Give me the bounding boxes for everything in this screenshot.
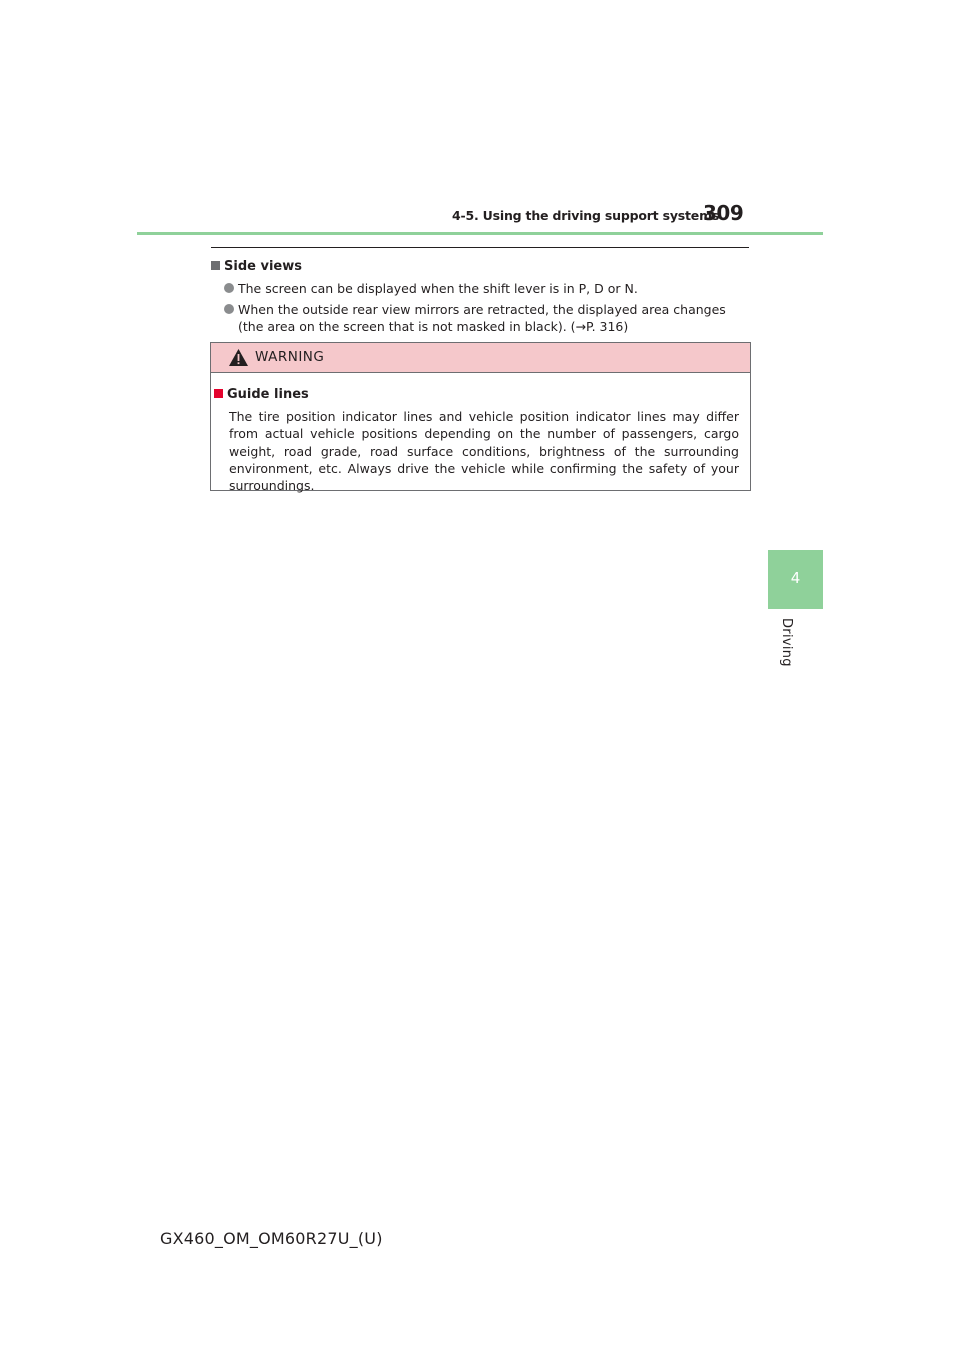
running-header-section: 4-5. Using the driving support systems [452, 208, 720, 223]
chapter-tab-label: Driving [779, 618, 794, 667]
warning-subheading-text: Guide lines [227, 387, 309, 402]
warning-subheading: Guide lines [214, 387, 309, 402]
list-item: The screen can be displayed when the shi… [224, 280, 752, 297]
content-divider [211, 247, 749, 248]
header-divider [137, 232, 823, 235]
warning-body: The tire position indicator lines and ve… [229, 409, 739, 494]
round-bullet-icon [224, 283, 234, 293]
list-item: When the outside rear view mirrors are r… [224, 301, 752, 335]
document-code: GX460_OM_OM60R27U_(U) [160, 1229, 383, 1248]
round-bullet-icon [224, 304, 234, 314]
warning-title: WARNING [255, 349, 325, 365]
list-item-text: The screen can be displayed when the shi… [238, 281, 638, 296]
warning-box: WARNING Guide lines The tire position in… [210, 342, 751, 494]
page-number: 309 [703, 201, 744, 225]
section-heading-text: Side views [224, 259, 302, 274]
chapter-tab[interactable]: 4 [768, 550, 823, 609]
square-bullet-icon [211, 261, 220, 270]
section-heading: Side views [211, 259, 302, 274]
list-item-text: When the outside rear view mirrors are r… [238, 302, 726, 334]
warning-triangle-icon [229, 349, 248, 366]
warning-header: WARNING [211, 343, 750, 373]
chapter-tab-number: 4 [790, 569, 801, 587]
square-bullet-icon [214, 389, 223, 398]
